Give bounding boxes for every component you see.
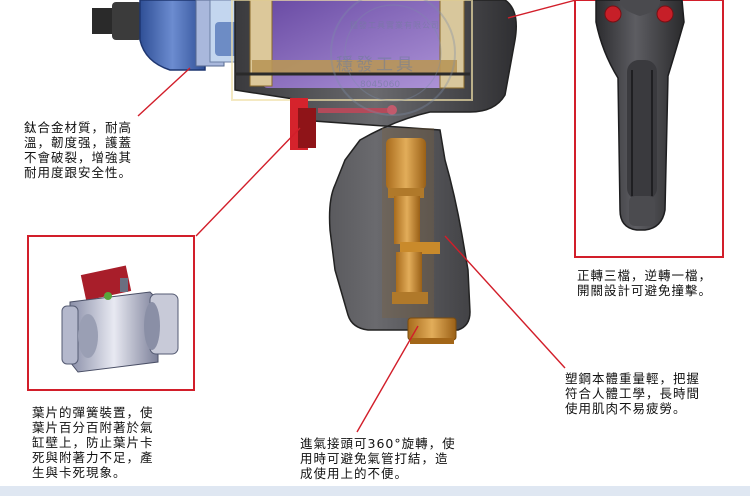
watermark-seal: [330, 0, 456, 116]
hammer-housing: [139, 0, 243, 71]
callout-titanium-cover: 鈦合金材質，耐高 溫，韌度强，護蓋 不會破裂，增強其 耐用度跟安全性。: [24, 120, 133, 180]
watermark-code: 8045060: [360, 80, 401, 90]
callout-air-inlet: 進氣接頭可360°旋轉，使 用時可避免氣管打結，造 成使用上的不便。: [300, 436, 456, 481]
handle-side-view: [595, 0, 685, 231]
callout-switch: 正轉三檔，逆轉一檔， 開關設計可避免撞擊。: [577, 268, 713, 298]
callout-blades: 葉片的彈簧裝置，使 葉片百分百附著於氣 缸壁上，防止葉片卡 死與附著力不足，產 …: [32, 405, 154, 480]
watermark-ring-text: 穩發工具實業有限公司: [350, 21, 440, 30]
anvil-drive: [92, 2, 142, 40]
watermark-center-text: 穩發工具: [336, 55, 416, 75]
rotor-cylinder-illustration: [61, 265, 179, 373]
tool-body: [231, 0, 517, 344]
bottom-band: [0, 486, 750, 496]
callout-body: 塑鋼本體重量輕，把握 符合人體工學，長時間 使用肌肉不易疲勞。: [565, 371, 701, 416]
leader-lines: [137, 0, 577, 433]
